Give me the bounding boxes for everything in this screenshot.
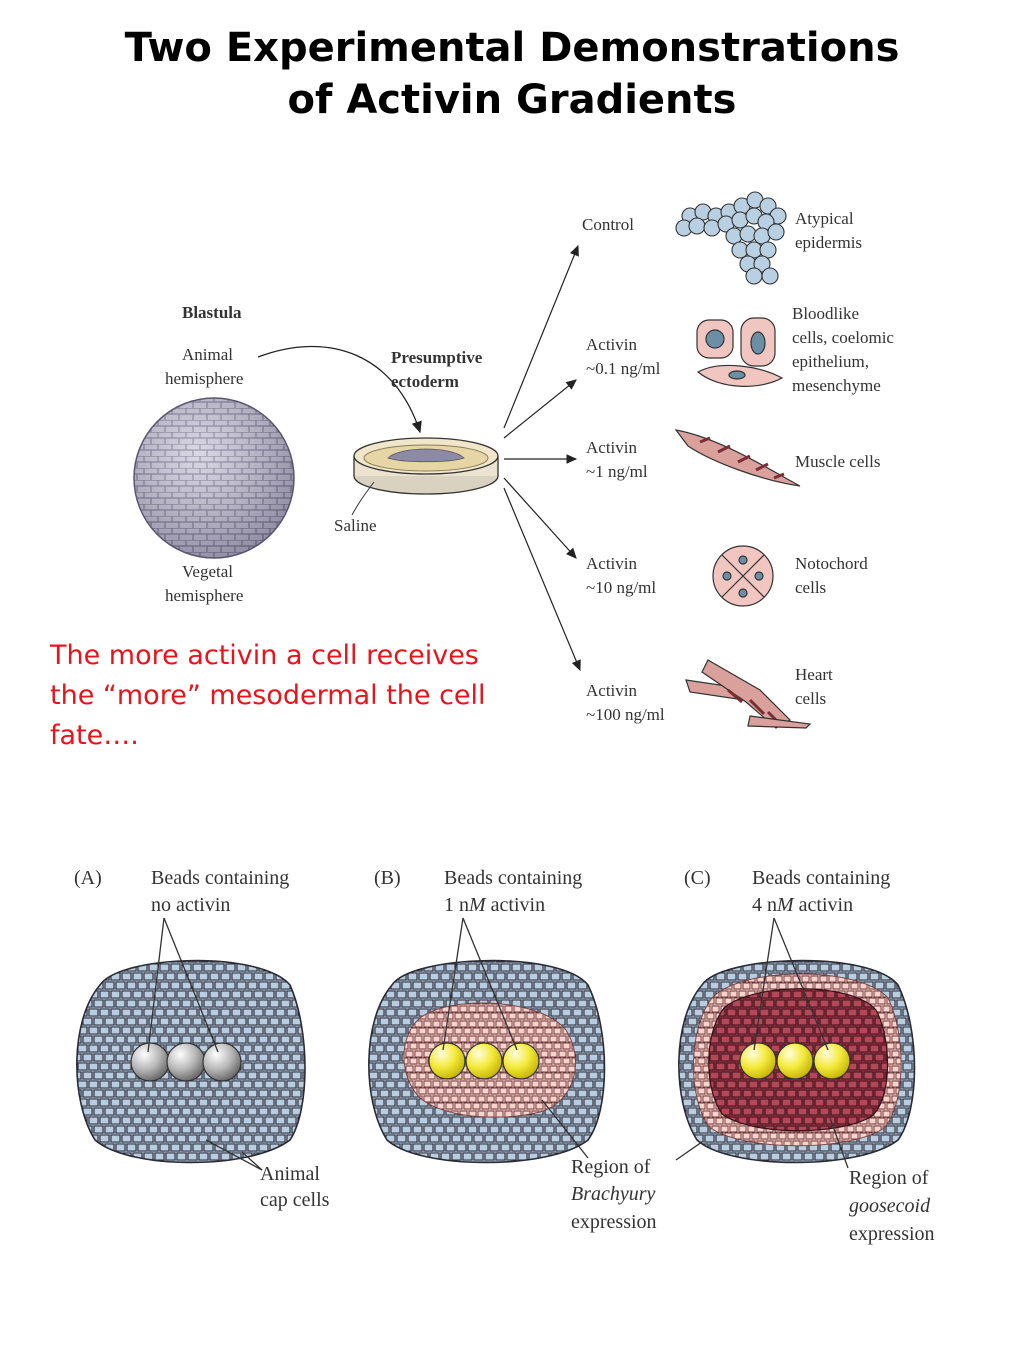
condition-activin-01-name: Activin xyxy=(586,335,637,354)
condition-activin-10-name: Activin xyxy=(586,554,637,573)
condition-activin-1-name: Activin xyxy=(586,438,637,457)
goosecoid-label-1: Region of xyxy=(849,1167,929,1189)
transfer-arrow xyxy=(257,345,422,434)
presumptive-label-1: Presumptive xyxy=(391,348,483,367)
activin-note: The more activin a cell receives the “mo… xyxy=(50,636,570,756)
presumptive-label-2: ectoderm xyxy=(391,372,459,391)
condition-activin-100-name: Activin xyxy=(586,681,637,700)
panel-a-pointer-lines xyxy=(147,917,219,1053)
panel-c-beads xyxy=(739,1042,851,1080)
outcome-notochord-1: Notochord xyxy=(795,554,868,573)
condition-activin-100-dose: ~100 ng/ml xyxy=(586,705,665,724)
epidermis-cells-icon xyxy=(675,191,787,285)
page-title: Two Experimental Demonstrations of Activ… xyxy=(0,22,1024,126)
title-line-2: of Activin Gradients xyxy=(287,77,737,123)
animal-cap-pointer-lines xyxy=(205,1139,263,1171)
outcome-heart-1: Heart xyxy=(795,665,833,684)
animal-cap-label-1: Animal xyxy=(260,1163,320,1185)
goosecoid-label-2: goosecoid xyxy=(849,1195,931,1217)
condition-control: Control xyxy=(582,215,634,234)
heart-cells-icon xyxy=(685,659,812,729)
outcome-muscle: Muscle cells xyxy=(795,452,880,471)
outcome-epidermis-2: epidermis xyxy=(795,233,862,252)
panel-b-line1: Beads containing xyxy=(444,867,582,889)
panel-c-pointer-lines xyxy=(753,917,849,1169)
panel-b-letter: (B) xyxy=(374,867,401,889)
petri-dish-icon xyxy=(353,437,499,495)
blastula-sphere xyxy=(133,397,295,559)
note-line-2: the “more” mesodermal the cell xyxy=(50,680,486,711)
goosecoid-label-3: expression xyxy=(849,1223,935,1245)
animal-hemisphere-label-2: hemisphere xyxy=(165,369,243,388)
muscle-cell-icon xyxy=(674,429,801,487)
blastula-label: Blastula xyxy=(182,303,242,322)
panel-a-beads xyxy=(130,1042,242,1082)
outcome-bloodlike-1: Bloodlike xyxy=(792,304,859,323)
vegetal-hemisphere-label-1: Vegetal xyxy=(182,562,233,581)
panel-b-pointer-lines xyxy=(442,917,589,1159)
notochord-cells-icon xyxy=(712,545,774,607)
panel-a-letter: (A) xyxy=(74,867,102,889)
saline-label: Saline xyxy=(334,516,377,535)
panel-a-line2: no activin xyxy=(151,894,230,916)
title-line-1: Two Experimental Demonstrations xyxy=(124,25,900,71)
note-line-3: fate…. xyxy=(50,720,139,751)
brachyury-label-3: expression xyxy=(571,1211,657,1233)
animal-hemisphere-label-1: Animal xyxy=(182,345,233,364)
panel-a-line1: Beads containing xyxy=(151,867,289,889)
panel-c-line1: Beads containing xyxy=(752,867,890,889)
outcome-notochord-2: cells xyxy=(795,578,826,597)
vegetal-hemisphere-label-2: hemisphere xyxy=(165,586,243,605)
panel-b-beads xyxy=(428,1042,540,1080)
outcome-bloodlike-4: mesenchyme xyxy=(792,376,881,395)
outcome-bloodlike-2: cells, coelomic xyxy=(792,328,894,347)
brachyury-label-2: Brachyury xyxy=(571,1183,656,1205)
condition-activin-01-dose: ~0.1 ng/ml xyxy=(586,359,661,378)
brachyury-label-1: Region of xyxy=(571,1156,651,1178)
condition-activin-1-dose: ~1 ng/ml xyxy=(586,462,648,481)
animal-cap-label-2: cap cells xyxy=(260,1189,330,1211)
outcome-heart-2: cells xyxy=(795,689,826,708)
note-line-1: The more activin a cell receives xyxy=(50,640,479,671)
outcome-bloodlike-3: epithelium, xyxy=(792,352,869,371)
condition-arrows xyxy=(503,244,581,672)
panel-c-line2: 4 nM activin xyxy=(752,894,853,916)
panel-c-letter: (C) xyxy=(684,867,711,889)
bloodlike-cells-icon xyxy=(696,317,784,387)
condition-activin-10-dose: ~10 ng/ml xyxy=(586,578,656,597)
panel-b-line2: 1 nM activin xyxy=(444,894,545,916)
outcome-epidermis-1: Atypical xyxy=(795,209,854,228)
